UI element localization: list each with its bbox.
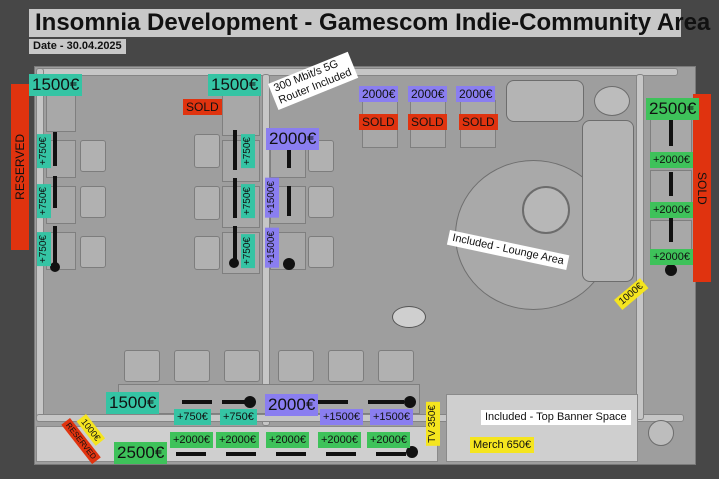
stanchion-knob [665,264,677,276]
addon-badge: +750€ [174,409,211,425]
addon-badge: +750€ [37,134,51,169]
stanchion-rope [368,400,404,404]
stanchion-rope [176,452,206,456]
chair [194,134,220,168]
stanchion-rope [53,132,57,166]
chair [224,350,260,382]
chair [124,350,160,382]
page-title: Insomnia Development - Gamescom Indie-Co… [29,9,710,37]
stanchion-rope [669,172,673,196]
chair [174,350,210,382]
stanchion-knob [244,396,256,408]
price-badge: 2000€ [456,86,496,102]
chair [378,350,414,382]
stanchion-rope [233,178,237,218]
addon-badge: +1500€ [265,178,279,218]
price-badge: 1500€ [208,74,262,96]
right-pipe [636,74,644,420]
stanchion-knob [229,258,239,268]
sold-badge: SOLD [359,114,398,130]
chair [194,236,220,270]
stanchion-rope [669,120,673,146]
stanchion-rope [222,400,252,404]
stanchion-knob [406,446,418,458]
plant-icon [594,86,630,116]
chair [80,236,106,268]
reserved-label: RESERVED [13,134,27,200]
addon-badge: +2000€ [266,432,310,448]
lounge-table [522,186,570,234]
date-label: Date - 30.04.2025 [29,39,126,54]
desk [46,94,76,132]
chair [194,186,220,220]
addon-badge: +2000€ [318,432,362,448]
price-badge: 2000€ [266,128,320,150]
addon-badge: +750€ [241,134,255,169]
stanchion-rope [287,186,291,216]
stanchion-rope [326,452,356,456]
top-couch [506,80,584,122]
desk [222,94,260,136]
addon-badge: +2000€ [367,432,411,448]
stanchion-rope [233,130,237,170]
addon-badge: +750€ [241,184,255,219]
sold-label: SOLD [695,171,709,205]
price-badge: 2500€ [114,442,168,464]
chair [308,186,334,218]
desk [46,186,76,224]
chair [80,186,106,218]
stanchion-rope [226,452,256,456]
tv-badge: TV 350€ [426,402,440,446]
stanchion-rope [182,400,212,404]
stanchion-rope [53,176,57,208]
lounge-sofa [582,120,634,282]
stanchion-rope [53,226,57,266]
addon-badge: +1500€ [320,409,364,425]
stanchion-rope [276,452,306,456]
stanchion-knob [283,258,295,270]
price-badge: 2500€ [646,98,700,120]
addon-badge: +2000€ [216,432,260,448]
chair [328,350,364,382]
merch-badge: Merch 650€ [470,437,535,453]
price-badge: 2000€ [408,86,448,102]
plant-icon [648,420,674,446]
stanchion-rope [233,226,237,262]
price-badge: 1500€ [106,392,160,414]
chair [308,236,334,268]
addon-badge: +750€ [37,232,51,267]
stanchion-knob [404,396,416,408]
sold-badge: SOLD [408,114,447,130]
addon-badge: +1500€ [265,228,279,268]
price-badge: 2000€ [265,394,319,416]
sold-badge: SOLD [459,114,498,130]
stanchion-rope [287,146,291,168]
sold-banner-right: SOLD [693,94,711,282]
price-badge: 2000€ [359,86,399,102]
addon-badge: +750€ [220,409,257,425]
addon-badge: +2000€ [650,249,694,265]
addon-badge: +2000€ [650,152,694,168]
stanchion-rope [376,452,406,456]
addon-badge: +2000€ [170,432,214,448]
chair [278,350,314,382]
desk [46,140,76,178]
stanchion-rope [318,400,348,404]
addon-badge: +2000€ [650,202,694,218]
addon-badge: +750€ [241,234,255,269]
addon-badge: +750€ [37,184,51,219]
stanchion-knob [50,262,60,272]
chair [80,140,106,172]
banner-note: Included - Top Banner Space [481,410,631,425]
price-badge: 1500€ [29,74,83,96]
sold-badge: SOLD [183,99,222,115]
addon-badge: +1500€ [370,409,414,425]
reserved-banner-left: RESERVED [11,84,29,250]
stanchion-rope [669,218,673,242]
camera-icon [392,306,426,328]
